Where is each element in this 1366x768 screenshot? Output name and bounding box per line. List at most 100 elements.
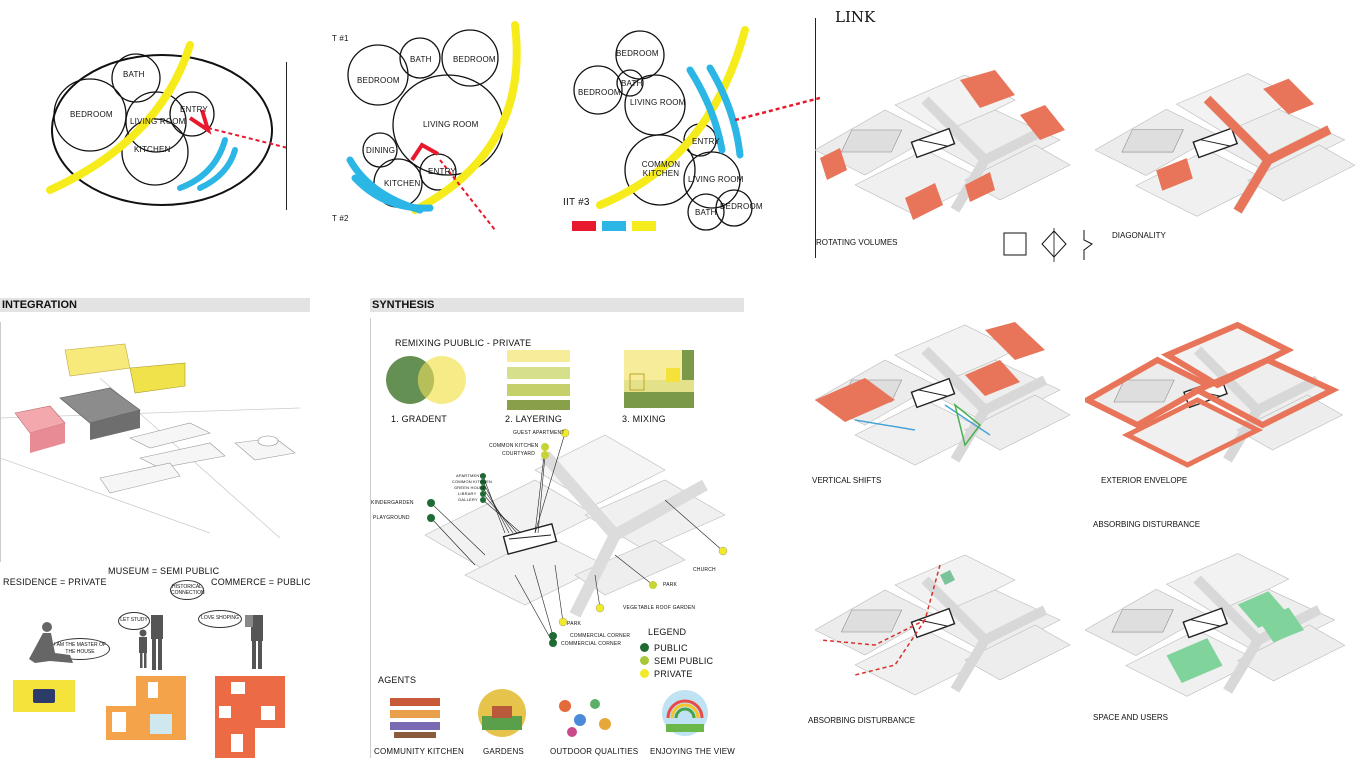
callout-guest-apartment: GUEST APARTMENT (513, 430, 565, 436)
bubble-diagram-2 (346, 21, 521, 231)
label-living-room: LIVING ROOM (630, 98, 686, 107)
label-kitchen: KITCHEN (134, 145, 171, 154)
label-bedroom: BEDROOM (720, 202, 763, 211)
callout-gallery: GALLERY (458, 497, 478, 502)
section-header-synthesis: SYNTHESIS (370, 298, 744, 312)
tag-3: IIT #3 (563, 197, 590, 208)
synthesis-site-plan (424, 428, 728, 647)
callout-library: LIBRARY (458, 491, 477, 496)
public-marker (480, 479, 486, 485)
callout-apartment: APARTMENT (456, 473, 483, 478)
label-bath: BATH (695, 208, 717, 217)
private-marker (718, 546, 728, 556)
label-bedroom: BEDROOM (578, 88, 621, 97)
label-living-room: LIVING ROOM (423, 120, 479, 129)
swatch (572, 221, 596, 231)
semi-public-marker (541, 443, 549, 451)
label-bath: BATH (621, 79, 643, 88)
public-marker (427, 514, 435, 522)
painting-icon (150, 714, 172, 734)
agents-icons (390, 689, 708, 738)
callout-vegetable-roof-garden: VEGETABLE ROOF GARDEN (623, 605, 696, 611)
enjoying-the-view-icon (662, 690, 708, 736)
link-plan-vertical (815, 320, 1080, 480)
section-header-integration: INTEGRATION (0, 298, 310, 312)
remix-diagrams (386, 350, 694, 410)
public-marker (427, 499, 435, 507)
link-plan-rotating (815, 70, 1080, 220)
label-common-kitchen: COMMON KITCHEN (641, 160, 681, 178)
label-bedroom: BEDROOM (70, 110, 113, 119)
gardens-icon (478, 689, 526, 737)
legend-semi-public: SEMI PUBLIC (654, 656, 714, 666)
shop-icon (231, 682, 245, 694)
private-marker (595, 603, 605, 613)
legend-semi-dot (640, 656, 649, 665)
swatch (602, 221, 626, 231)
label-living-room: LIVING ROOM (688, 175, 744, 184)
callout-park: PARK (663, 582, 678, 588)
label-bedroom: BEDROOM (453, 55, 496, 64)
square-icon (1003, 232, 1027, 256)
synthesis-subtitle: REMIXING PUUBLIC - PRIVATE (395, 338, 532, 348)
speech-bubble: HISTORICAL CONNECTION (170, 580, 205, 600)
label-gradient: 1. GRADENT (391, 414, 448, 424)
agent-community-kitchen: COMMUNITY KITCHEN (374, 747, 464, 756)
callout-kindergarden: KINDERGARDEN (371, 500, 414, 506)
callout-common-kitchen: COMMON KITCHEN (489, 443, 539, 449)
callout-green-house: GREEN HOUSE (454, 485, 486, 490)
community-kitchen-icon (390, 698, 440, 738)
agent-enjoying-the-view: ENJOYING THE VIEW (650, 747, 736, 756)
label-layering: 2. LAYERING (505, 414, 563, 424)
museum-block (106, 676, 186, 740)
public-marker (480, 485, 486, 491)
sitting-person-icon (29, 622, 73, 663)
public-marker (549, 639, 557, 647)
agent-outdoor-qualities: OUTDOOR QUALITIES (550, 747, 639, 756)
tag-1: T #1 (332, 34, 349, 43)
callout-commercial-corner: COMMERCIAL CORNER (570, 633, 631, 639)
divider (0, 322, 1, 562)
callout-playground: PLAYGROUND (373, 515, 410, 521)
speech-bubble: LET STUDY (118, 612, 150, 630)
callout-commercial-corner-2: COMMERCIAL CORNER (561, 641, 622, 647)
people-silhouettes (29, 615, 263, 670)
callout-courtyard: COURTYARD (502, 451, 536, 457)
caption-rotating-volumes: ROTATING VOLUMES (816, 238, 898, 247)
label-museum: MUSEUM = SEMI PUBLIC (108, 566, 220, 576)
label-entry: ENTRY (180, 105, 208, 114)
caption-absorbing-disturbance: ABSORBING DISTURBANCE (808, 716, 916, 725)
semi-public-marker (541, 451, 549, 459)
label-kitchen: KITCHEN (384, 179, 421, 188)
divider (286, 62, 287, 210)
legend-private: PRIVATE (654, 669, 693, 679)
divider (815, 18, 816, 258)
bed-icon (33, 689, 55, 703)
commerce-block (215, 676, 285, 758)
residence-block (13, 680, 75, 712)
callout-common-kitchen-2: COMMON KITCHEN (452, 479, 493, 484)
divider (370, 318, 371, 758)
caption-absorbing-disturbance-faded: ABSORBING DISTURBANCE (1093, 520, 1201, 529)
label-commerce: COMMERCE = PUBLIC (211, 577, 311, 587)
callout-park-2: PARK (567, 621, 582, 627)
label-residence: RESIDENCE = PRIVATE (3, 577, 107, 587)
caption-exterior-envelope: EXTERIOR ENVELOPE (1101, 476, 1188, 485)
bubble-diagram-3 (572, 26, 820, 231)
label-bedroom: BEDROOM (616, 49, 659, 58)
agent-gardens: GARDENS (483, 747, 524, 756)
public-marker (480, 473, 486, 479)
label-living-room: LIVING ROOM (130, 117, 186, 126)
tag-2: T #2 (332, 214, 349, 223)
vase-icon (112, 712, 126, 732)
agents-title: AGENTS (378, 675, 417, 685)
caption-vertical-shifts: VERTICAL SHIFTS (812, 476, 882, 485)
label-bath: BATH (410, 55, 432, 64)
link-plan-exterior (1085, 320, 1355, 480)
private-marker (560, 428, 570, 438)
public-marker (480, 491, 486, 497)
speech-bubble: LOVE SHOPING (198, 610, 242, 628)
semi-public-marker (649, 581, 657, 589)
caption-diagonality: DIAGONALITY (1112, 231, 1166, 240)
link-plan-absorbing (815, 545, 1080, 715)
